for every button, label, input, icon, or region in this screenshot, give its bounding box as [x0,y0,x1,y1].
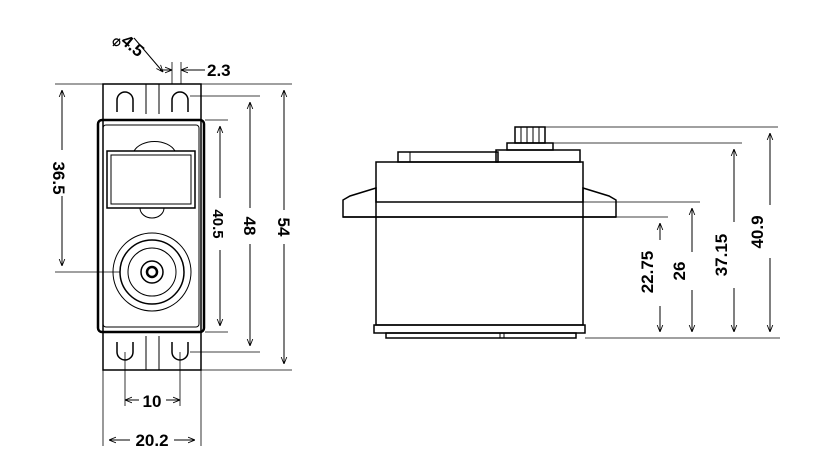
front-view: ⌀ 4.5 2.3 36.5 40.5 48 54 [49,31,293,450]
dim-overall-height-side: 40.9 [748,215,767,248]
dim-spline-base-height: 37.15 [712,234,731,277]
output-horn [112,232,192,312]
dim-hole-pitch-horizontal: 10 [143,392,162,411]
dim-overall-height: 54 [274,218,293,237]
side-upper-body [375,161,584,203]
dim-hole-diameter-symbol: ⌀ [112,33,121,50]
side-mounting-flange [342,186,377,218]
side-view: 22.75 26 37.15 40.9 [342,126,780,339]
dim-flange-height: 22.75 [638,251,657,294]
label-window [106,150,196,209]
dim-overall-width: 20.2 [135,431,168,450]
dim-hole-diameter: 4.5 [117,31,147,61]
mounting-hole-top-left [116,91,134,112]
dim-height-inner: 48 [240,217,259,236]
dim-case-height: 40.5 [209,209,226,238]
mounting-hole-top-right [171,91,189,112]
dim-body-height: 26 [670,262,689,281]
output-spline [514,126,546,144]
dim-hole-pitch-vertical: 36.5 [49,161,68,194]
side-lower-body [375,216,584,326]
dim-slot-width: 2.3 [207,61,231,80]
servo-case [96,118,206,334]
